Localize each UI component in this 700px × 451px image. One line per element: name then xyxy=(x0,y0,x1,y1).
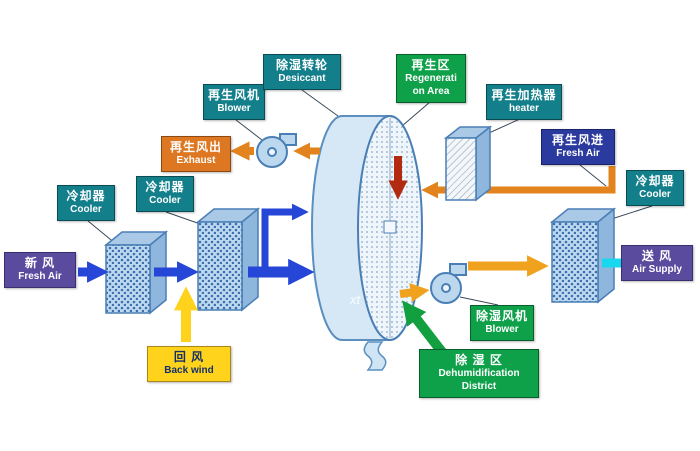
regen-heater-label: 再生加热器 heater xyxy=(486,84,562,121)
leader-lines xyxy=(87,89,653,306)
dried-air-arrows xyxy=(399,255,549,303)
fresh-air-label-zh: 新 风 xyxy=(24,256,56,270)
fresh-air-label: 新 风 Fresh Air xyxy=(4,252,76,289)
cooler-box-right xyxy=(549,207,617,304)
desiccant-wheel-shape xyxy=(311,115,423,341)
air-supply-label-zh: 送 风 xyxy=(641,249,673,263)
dehumid-district-label-en2: District xyxy=(461,381,497,393)
cooler-left-2-label-en: Cooler xyxy=(149,195,181,207)
cooler-left-1-label-zh: 冷却器 xyxy=(66,189,106,203)
regen-fresh-air-label-en: Fresh Air xyxy=(556,148,600,160)
dehumid-district-label-zh: 除 湿 区 xyxy=(455,353,503,367)
dehumid-blower-label-zh: 除湿风机 xyxy=(475,309,528,323)
cooler-left-2-label-zh: 冷却器 xyxy=(145,180,185,194)
cooler-right-label: 冷却器 Cooler xyxy=(626,170,684,207)
cooler-left-1-label: 冷却器 Cooler xyxy=(57,185,115,222)
supply-air-arrows xyxy=(78,203,315,286)
cooler-box-left-2 xyxy=(195,207,261,312)
regen-blower-label-zh: 再生风机 xyxy=(208,88,261,102)
exhaust-label-en: Exhaust xyxy=(176,155,216,167)
cooler-left-1-label-en: Cooler xyxy=(70,204,102,216)
desiccant-wheel-label: 除湿转轮 Desiccant xyxy=(263,54,341,91)
regen-blower-label: 再生风机 Blower xyxy=(203,84,265,121)
air-supply-label-en: Air Supply xyxy=(631,264,682,276)
regen-blower-fan xyxy=(256,133,297,168)
regen-heater-panel xyxy=(443,125,493,202)
fresh-air-label-en: Fresh Air xyxy=(18,271,62,283)
regen-area-label: 再生区 Regenerati on Area xyxy=(396,54,466,103)
back-wind-label-zh: 回 风 xyxy=(173,350,205,364)
cooler-right-label-zh: 冷却器 xyxy=(635,174,675,188)
regen-area-label-zh: 再生区 xyxy=(411,58,451,72)
wheel-sheet-icon xyxy=(363,341,387,371)
regen-heater-label-zh: 再生加热器 xyxy=(491,88,557,102)
dehumid-blower-label-en: Blower xyxy=(485,324,519,336)
dehumid-district-label-en1: Dehumidification xyxy=(438,368,520,380)
cooler-left-2-label: 冷却器 Cooler xyxy=(136,176,194,213)
dehumid-blower-label: 除湿风机 Blower xyxy=(470,305,534,342)
dehumid-district-label: 除 湿 区 Dehumidification District xyxy=(419,349,539,398)
desiccant-wheel-label-en: Desiccant xyxy=(278,73,326,85)
air-supply-label: 送 风 Air Supply xyxy=(621,245,693,282)
regen-area-label-en1: Regenerati xyxy=(405,73,457,85)
watermark-text: xt xyxy=(349,292,362,307)
back-wind-label: 回 风 Back wind xyxy=(147,346,231,383)
exhaust-label: 再生风出 Exhaust xyxy=(161,136,231,173)
regen-heater-label-en: heater xyxy=(508,103,539,115)
desiccant-wheel-label-zh: 除湿转轮 xyxy=(275,58,328,72)
exhaust-label-zh: 再生风出 xyxy=(169,140,222,154)
regen-fresh-air-label-zh: 再生风进 xyxy=(551,133,604,147)
regen-area-label-en2: on Area xyxy=(412,86,450,98)
dehumid-district-arrow xyxy=(402,300,446,356)
dehumid-blower-fan xyxy=(430,263,467,304)
regen-fresh-air-label: 再生风进 Fresh Air xyxy=(541,129,615,166)
back-wind-label-en: Back wind xyxy=(164,365,214,377)
regen-blower-label-en: Blower xyxy=(217,103,251,115)
cooler-right-label-en: Cooler xyxy=(639,189,671,201)
